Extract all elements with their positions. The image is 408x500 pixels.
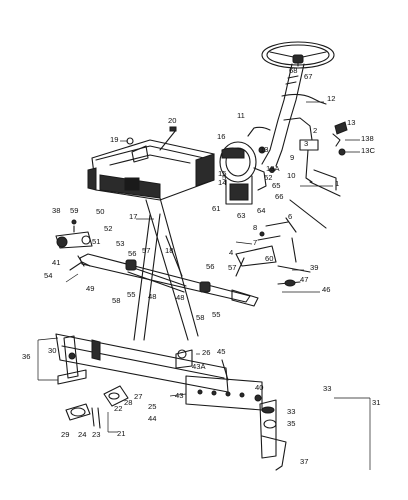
leader-lines [65, 101, 333, 397]
callout-l138: 138 [361, 134, 374, 143]
left-steering-arm [55, 219, 93, 271]
callout-l21: 21 [117, 429, 125, 438]
callout-l30: 30 [48, 346, 56, 355]
axle-extension [185, 375, 263, 411]
callout-l67: 67 [304, 72, 312, 81]
callout-l56b: 56 [206, 262, 214, 271]
callout-l39: 39 [310, 263, 318, 272]
callout-l61: 61 [212, 204, 220, 213]
callout-l23: 23 [92, 430, 100, 439]
callout-l1: 1 [335, 179, 339, 188]
steering-wheel [261, 41, 335, 69]
callout-l57a: 57 [142, 246, 150, 255]
callout-l11: 11 [237, 111, 245, 120]
callout-l13c: 13A [266, 164, 280, 173]
front-support-casting [87, 139, 215, 201]
callout-l55a: 55 [127, 290, 135, 299]
callout-l64: 64 [257, 206, 265, 215]
callout-l35: 35 [287, 419, 295, 428]
callout-l54: 54 [44, 271, 52, 280]
callout-l47: 47 [300, 275, 308, 284]
callout-l36: 36 [22, 352, 30, 361]
callout-l46: 46 [322, 285, 330, 294]
hub-parts-left [65, 385, 129, 433]
steering-gear-housing [219, 141, 275, 205]
callout-l19: 19 [110, 135, 118, 144]
callout-l33b: 33 [287, 407, 295, 416]
callout-l3: 3 [304, 139, 308, 148]
callout-l25: 25 [148, 402, 156, 411]
callout-l56a: 56 [128, 249, 136, 258]
callout-l27: 27 [134, 392, 142, 401]
callout-l5: 5 [222, 173, 226, 182]
callout-l20: 20 [168, 116, 176, 125]
callout-l16: 16 [217, 132, 225, 141]
callout-l58b: 58 [196, 313, 204, 322]
radius-rod [133, 197, 199, 341]
callout-l4: 4 [229, 248, 233, 257]
callout-l12: 12 [327, 94, 335, 103]
drag-link-center [235, 181, 341, 277]
callout-l14: 14 [218, 178, 226, 187]
callout-l31: 31 [372, 398, 380, 407]
callout-l55b: 55 [212, 310, 220, 319]
callout-l66: 66 [275, 192, 283, 201]
callout-l51: 51 [92, 237, 100, 246]
bracket-13 [332, 121, 360, 156]
callout-l29: 29 [61, 430, 69, 439]
callout-l6: 6 [288, 212, 292, 221]
callout-l45: 45 [217, 347, 225, 356]
right-spindle [254, 394, 371, 471]
callout-l18: 18 [165, 246, 173, 255]
callout-l58a: 58 [112, 296, 120, 305]
callout-l49: 49 [86, 284, 94, 293]
callout-l24: 24 [78, 430, 86, 439]
callout-l65: 65 [272, 181, 280, 190]
steering-column [247, 63, 337, 191]
callout-l68: 68 [289, 66, 297, 75]
callout-l28: 28 [124, 398, 132, 407]
left-spindle [37, 335, 87, 385]
callout-l43b: 43A [192, 362, 206, 371]
callout-l50: 50 [96, 207, 104, 216]
callout-l60: 60 [265, 254, 273, 263]
callout-l38: 38 [52, 206, 60, 215]
callout-l10: 10 [287, 171, 295, 180]
callout-l13d: 13C [361, 146, 375, 155]
callout-l7: 7 [253, 238, 257, 247]
callout-l44: 44 [148, 414, 156, 423]
callout-labels: 123456789101112131313A13C141516171819202… [22, 66, 380, 466]
callout-l43a: 43 [175, 391, 183, 400]
callout-l59: 59 [70, 206, 78, 215]
callout-l26: 26 [202, 348, 210, 357]
callout-l40: 40 [255, 383, 263, 392]
bolt-19-20 [120, 126, 177, 151]
callout-l22: 22 [114, 404, 122, 413]
callout-l41: 41 [52, 258, 60, 267]
callout-l63: 63 [237, 211, 245, 220]
callout-l2: 2 [313, 126, 317, 135]
callout-l48b: 48 [176, 293, 184, 302]
callout-l33a: 33 [323, 384, 331, 393]
callout-l9: 9 [290, 153, 294, 162]
callout-l53: 53 [116, 239, 124, 248]
callout-l17: 17 [129, 212, 137, 221]
callout-l62: 62 [264, 173, 272, 182]
callout-l48a: 48 [148, 292, 156, 301]
callout-l52: 52 [104, 224, 112, 233]
callout-l8: 8 [253, 223, 257, 232]
callout-l15: 15 [218, 169, 226, 178]
callout-l37: 37 [300, 457, 308, 466]
callout-l13b: 13 [260, 145, 268, 154]
callout-l13a: 13 [347, 118, 355, 127]
callout-l57b: 57 [228, 263, 236, 272]
